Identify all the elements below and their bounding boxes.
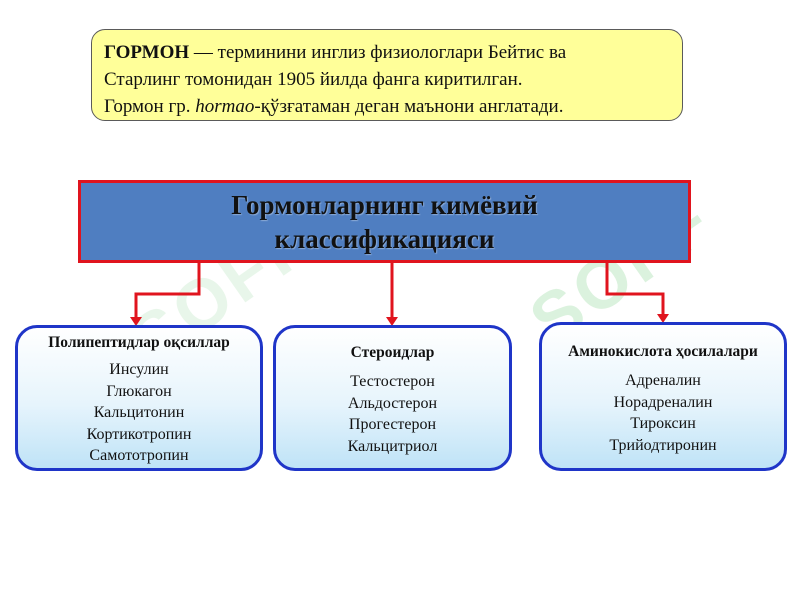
- list-item: Самототропин: [89, 447, 189, 464]
- list-item: Кальцитонин: [93, 404, 185, 421]
- list-item: Альдостерон: [347, 394, 438, 412]
- list-item: Адреналин: [625, 372, 701, 389]
- category-items: Адреналин Норадреналин Тироксин Трийодти…: [542, 370, 784, 456]
- definition-line-1-text: — терминини инглиз физиологлари Бейтис в…: [189, 42, 567, 63]
- arrowhead-left: [130, 317, 142, 326]
- category-items: Инсулин Глюкагон Кальцитонин Кортикотроп…: [18, 359, 260, 467]
- definition-line-1: ГОРМОН — терминини инглиз физиологлари Б…: [104, 39, 670, 66]
- category-items: Тестостерон Альдостерон Прогестерон Каль…: [276, 371, 509, 457]
- classification-title-box: Гормонларнинг кимёвий классификацияси: [78, 180, 691, 263]
- category-steroids: Стероидлар Тестостерон Альдостерон Проге…: [273, 325, 512, 471]
- category-polypeptides: Полипептидлар оқсиллар Инсулин Глюкагон …: [15, 325, 263, 471]
- list-item: Кальцитриол: [347, 437, 438, 455]
- list-item: Глюкагон: [106, 382, 172, 400]
- category-title: Полипептидлар оқсиллар: [48, 334, 230, 351]
- definition-note: ГОРМОН — терминини инглиз физиологлари Б…: [91, 29, 683, 121]
- connector-right: [605, 263, 665, 316]
- category-title: Аминокислота ҳосилалари: [568, 343, 758, 360]
- definition-line-2: Старлинг томонидан 1905 йилда фанга кири…: [104, 69, 523, 90]
- definition-term: ГОРМОН: [104, 42, 190, 63]
- definition-greek-word: hormao: [195, 96, 255, 117]
- list-item: Кортикотропин: [86, 425, 192, 443]
- category-title: Стероидлар: [350, 344, 435, 361]
- list-item: Норадреналин: [613, 393, 713, 411]
- definition-line-3-start: Гормон гр.: [104, 96, 196, 117]
- connector-left: [134, 263, 201, 319]
- category-amino-acid-derivatives: Аминокислота ҳосилалари Адреналин Норадр…: [539, 322, 787, 471]
- list-item: Тестостерон: [350, 373, 435, 390]
- arrowhead-right: [657, 314, 669, 323]
- list-item: Инсулин: [109, 361, 169, 378]
- classification-title: Гормонларнинг кимёвий классификацияси: [231, 189, 538, 254]
- definition-line-3: Гормон гр. hormao-қўзғатаман деган маъно…: [104, 93, 670, 120]
- list-item: Трийодтиронин: [609, 436, 717, 454]
- definition-line-3-end: -қўзғатаман деган маънони англатади.: [254, 96, 564, 117]
- list-item: Тироксин: [630, 415, 696, 432]
- list-item: Прогестерон: [348, 416, 437, 433]
- arrowhead-middle: [386, 317, 398, 326]
